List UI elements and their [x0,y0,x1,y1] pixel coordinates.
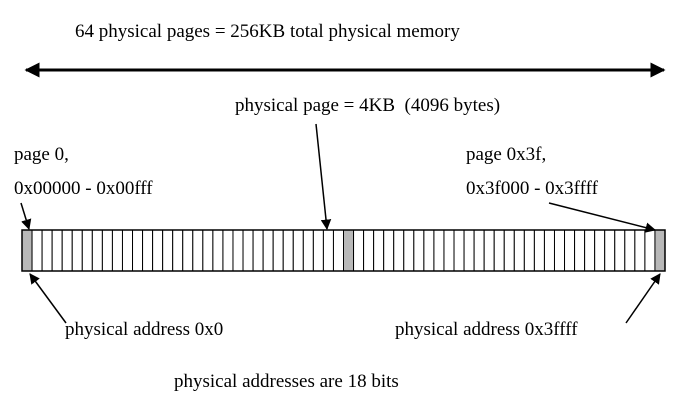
page-cell-17 [192,229,204,272]
page-cell-61 [634,229,646,272]
page-cell-19 [212,229,224,272]
page-cell-31 [332,229,345,272]
page-cell-12 [142,229,154,272]
page-cell-50 [523,229,535,272]
page-cell-14 [162,229,174,272]
title-text: 64 physical pages = 256KB total physical… [75,21,460,42]
page-cell-59 [614,229,626,272]
page-cell-42 [443,229,455,272]
page-cell-7 [91,229,103,272]
last-page-pointer-arrow [548,202,657,233]
first-page-range: 0x00000 - 0x00fff [14,178,153,199]
page-cell-46 [483,229,495,272]
page-cell-28 [302,229,314,272]
page-cell-39 [413,229,425,272]
page-cell-26 [282,229,294,272]
page-cell-48 [503,229,515,272]
first-page-label: page 0, [14,144,69,165]
page-cell-13 [152,229,164,272]
page-cell-52 [543,229,555,272]
page-cell-25 [272,229,284,272]
start-address-pointer-arrow [29,273,67,324]
page-size-label: physical page = 4KB (4096 bytes) [235,95,500,116]
memory-bar [21,229,666,272]
page-cell-41 [433,229,445,272]
page-cell-9 [111,229,123,272]
page-cell-56 [584,229,596,272]
page-cell-30 [322,229,334,272]
page-cell-23 [252,229,264,272]
memory-bar-outline [21,229,666,272]
first-page-pointer-arrow [20,202,32,231]
page-cell-34 [363,229,375,272]
page-cell-5 [71,229,83,272]
page-cell-33 [353,229,365,272]
page-cell-57 [594,229,606,272]
page-cell-49 [513,229,525,272]
last-page-range: 0x3f000 - 0x3ffff [466,178,599,199]
page-cell-51 [533,229,545,272]
page-cell-35 [373,229,385,272]
page-cell-32 [343,229,355,272]
page-cell-45 [473,229,485,272]
page-cell-44 [463,229,475,272]
page-cell-43 [453,229,465,272]
page-cell-53 [553,229,566,272]
page-cell-18 [202,229,214,272]
page-cell-3 [51,229,63,272]
last-page-label: page 0x3f, [466,144,546,165]
page-cell-54 [564,229,576,272]
page-cell-20 [222,229,234,272]
page-cell-22 [242,229,254,272]
page-size-pointer-arrow [315,123,332,231]
start-address-label: physical address 0x0 [65,319,223,340]
page-cell-2 [41,229,53,272]
page-cell-58 [604,229,616,272]
page-cell-8 [101,229,113,272]
page-cell-21 [232,229,244,272]
end-address-label: physical address 0x3ffff [395,319,578,340]
page-cell-16 [182,229,194,272]
page-cell-40 [423,229,435,272]
page-cell-36 [383,229,395,272]
page-cell-62 [644,229,656,272]
end-address-pointer-arrow [625,273,661,324]
page-cell-27 [292,229,304,272]
page-cell-0 [21,229,33,272]
page-cell-15 [172,229,184,272]
page-cell-63 [654,229,666,272]
page-cell-4 [61,229,73,272]
page-cell-6 [81,229,93,272]
page-cell-11 [132,229,144,272]
page-cell-24 [262,229,274,272]
page-cell-60 [624,229,636,272]
page-cell-37 [393,229,405,272]
page-cell-1 [31,229,43,272]
footer-text: physical addresses are 18 bits [174,371,399,392]
page-cell-29 [312,229,324,272]
page-cell-10 [121,229,134,272]
page-cell-38 [403,229,415,272]
page-cell-47 [493,229,505,272]
page-cell-55 [574,229,586,272]
